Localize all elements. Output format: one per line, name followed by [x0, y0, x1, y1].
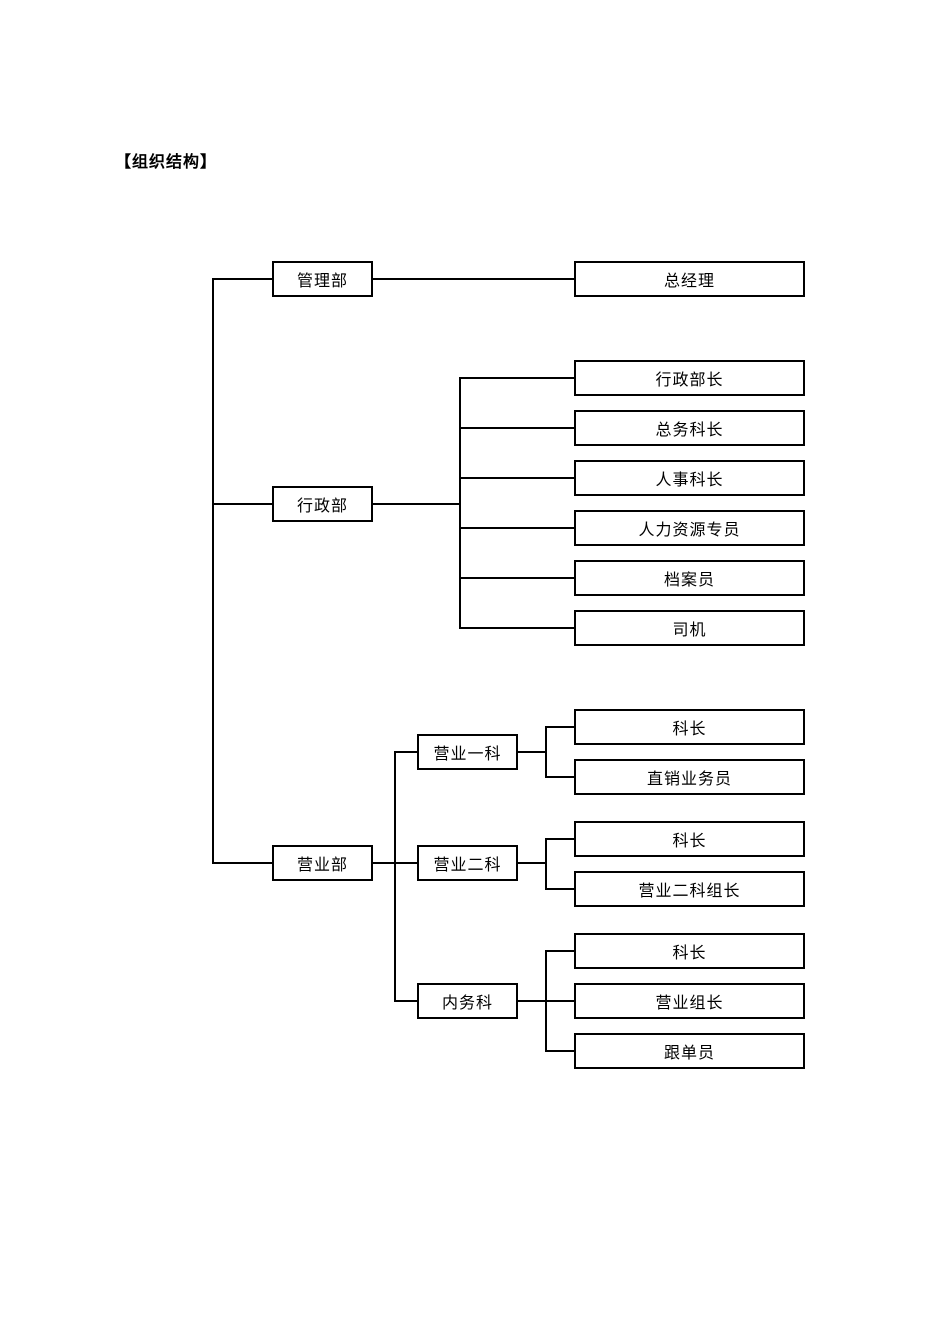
connector-section2-child-2	[545, 888, 574, 890]
connector-management-to-gm	[372, 278, 574, 280]
connector-admin-child-4	[459, 527, 574, 529]
connector-section1-child-1	[545, 726, 574, 728]
node-archivist: 档案员	[574, 560, 805, 596]
connector-management-stub	[212, 278, 272, 280]
node-s2-section-chief: 科长	[574, 821, 805, 857]
connector-admin-child-6	[459, 627, 574, 629]
node-hr-specialist: 人力资源专员	[574, 510, 805, 546]
connector-admin-child-3	[459, 477, 574, 479]
connector-section2-spine	[545, 838, 547, 890]
connector-sales-section1-stub	[394, 751, 418, 753]
node-admin-director: 行政部长	[574, 360, 805, 396]
node-driver: 司机	[574, 610, 805, 646]
connector-section2-to-spine	[517, 862, 547, 864]
connector-section3-child-1	[545, 950, 574, 952]
connector-section3-to-spine	[517, 1000, 547, 1002]
connector-sales-stub	[212, 862, 272, 864]
node-sales-section-2: 营业二科	[417, 845, 518, 881]
connector-sales-section3-stub	[394, 1000, 418, 1002]
connector-main-spine	[212, 278, 214, 864]
node-sales-section-1: 营业一科	[417, 734, 518, 770]
connector-admin-to-spine	[372, 503, 461, 505]
node-ia-order-follower: 跟单员	[574, 1033, 805, 1069]
connector-section2-child-1	[545, 838, 574, 840]
connector-admin-stub	[212, 503, 272, 505]
connector-admin-child-2	[459, 427, 574, 429]
node-admin-dept: 行政部	[272, 486, 373, 522]
node-internal-affairs-section: 内务科	[417, 983, 518, 1019]
node-ia-sales-group-leader: 营业组长	[574, 983, 805, 1019]
connector-section3-child-3	[545, 1050, 574, 1052]
connector-section3-child-2	[545, 1000, 574, 1002]
node-s1-section-chief: 科长	[574, 709, 805, 745]
node-general-manager: 总经理	[574, 261, 805, 297]
page-title: 【组织结构】	[115, 154, 218, 171]
node-general-affairs-chief: 总务科长	[574, 410, 805, 446]
node-management-dept: 管理部	[272, 261, 373, 297]
node-s1-direct-sales-rep: 直销业务员	[574, 759, 805, 795]
node-ia-section-chief: 科长	[574, 933, 805, 969]
connector-admin-child-1	[459, 377, 574, 379]
node-personnel-chief: 人事科长	[574, 460, 805, 496]
node-s2-group-leader: 营业二科组长	[574, 871, 805, 907]
connector-sales-spine	[394, 751, 396, 1002]
node-sales-dept: 营业部	[272, 845, 373, 881]
connector-admin-child-5	[459, 577, 574, 579]
connector-admin-spine	[459, 377, 461, 629]
connector-section1-to-spine	[517, 751, 547, 753]
connector-section1-spine	[545, 726, 547, 778]
connector-section1-child-2	[545, 776, 574, 778]
